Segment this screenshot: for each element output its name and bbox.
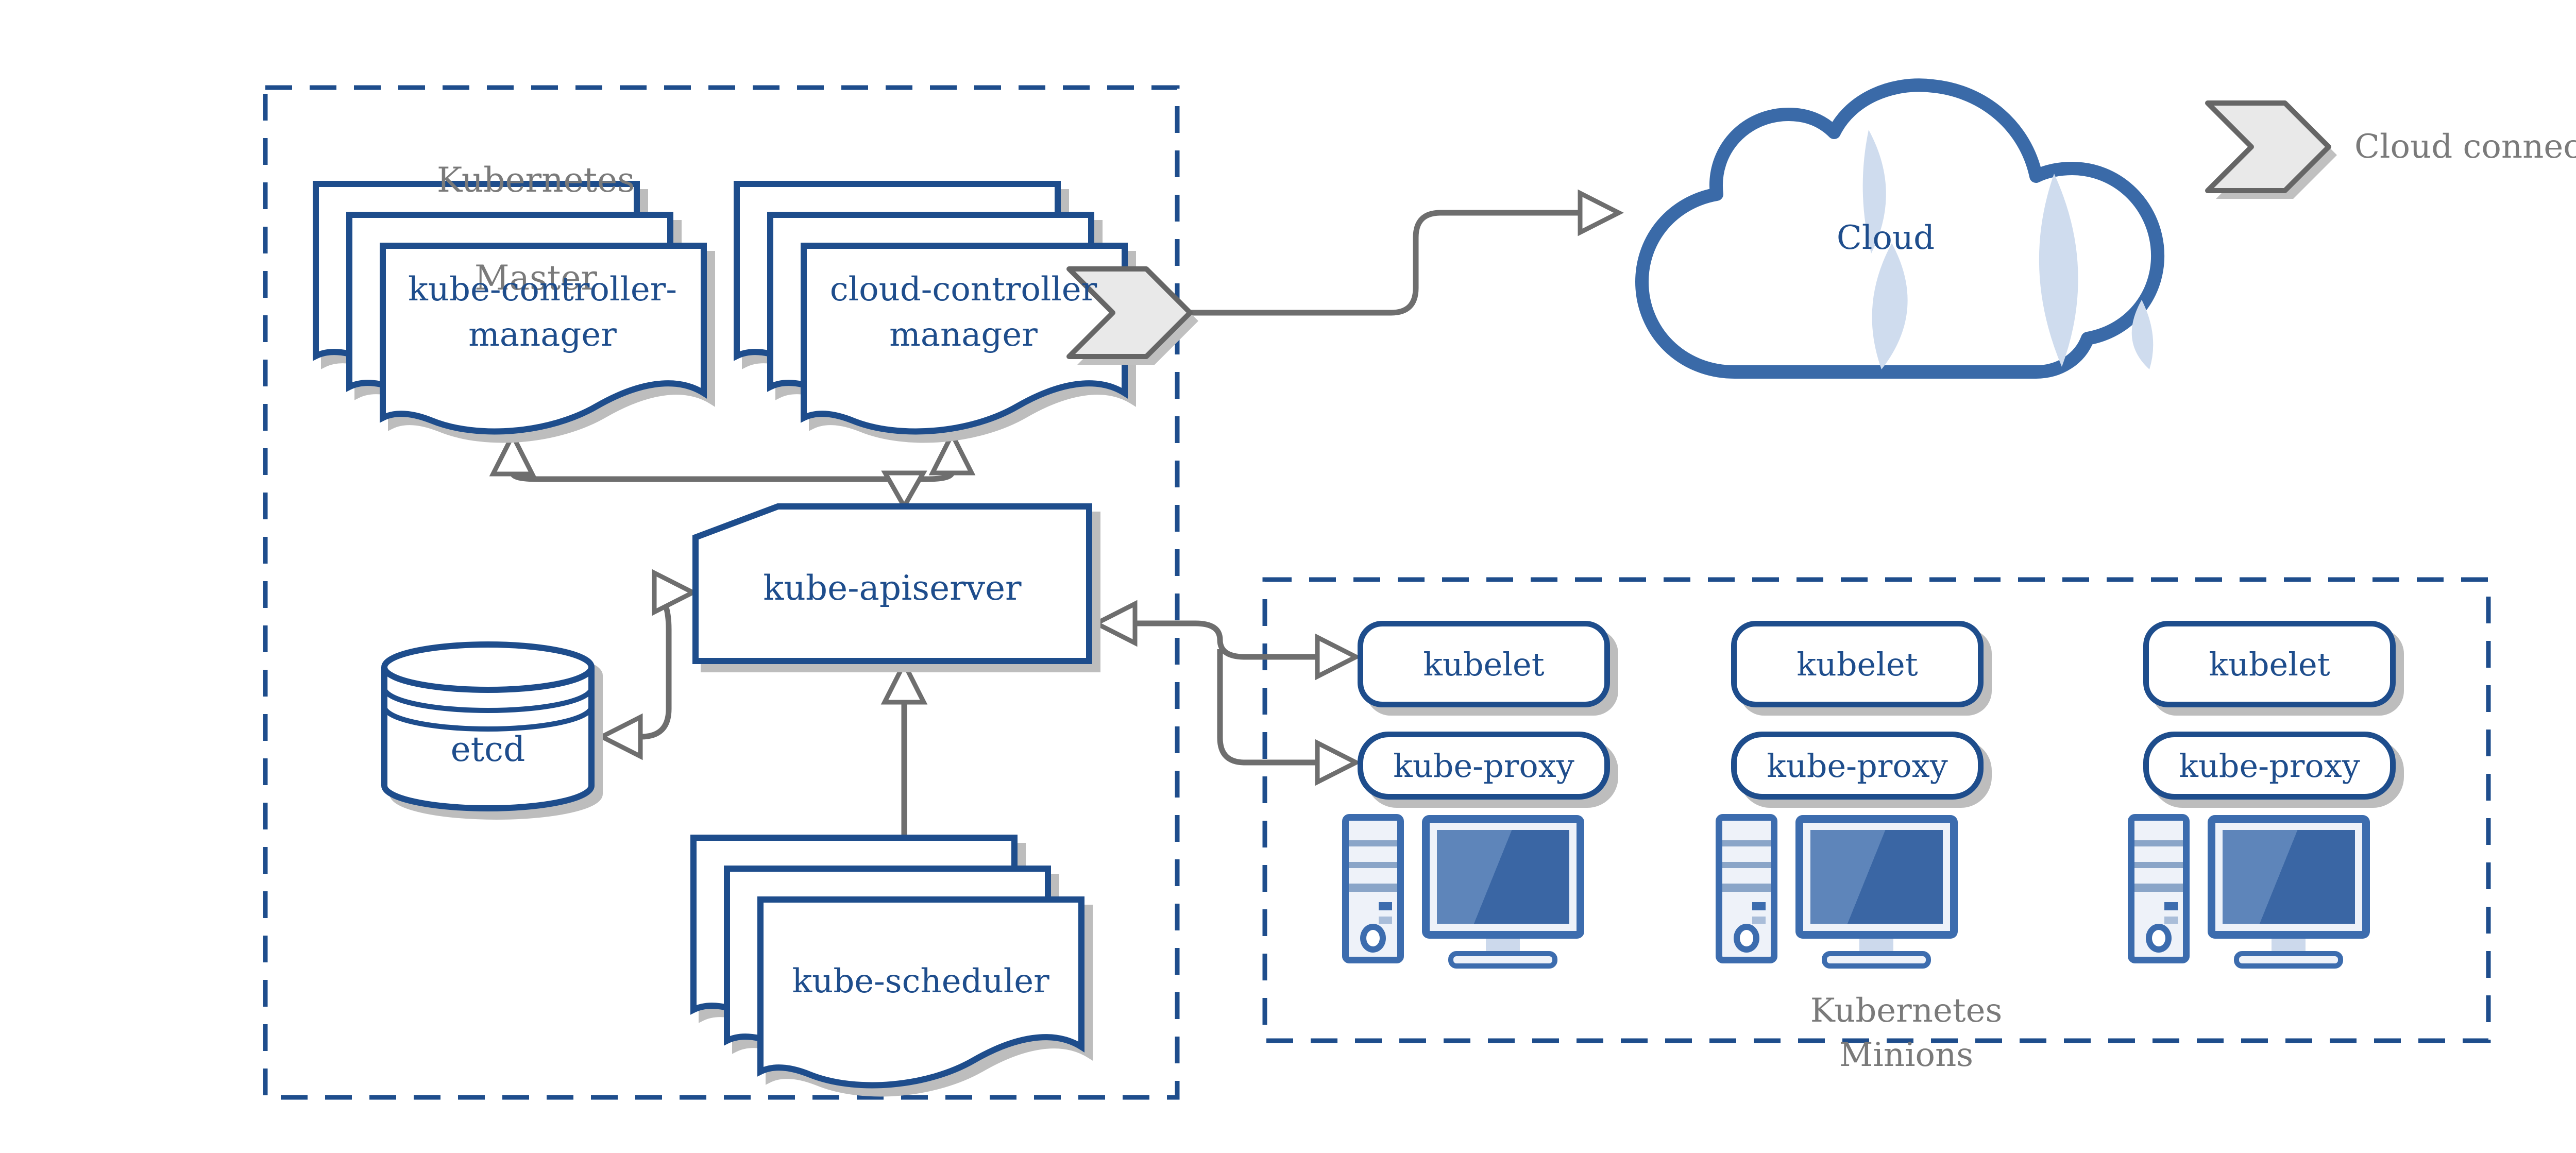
kube-proxy-box: kube-proxy [1358,732,1610,800]
minions-title-line1: Kubernetes [1810,992,2003,1030]
connector-ccm-cloud [1190,210,1581,316]
legend-cloud-connector-icon [2208,103,2337,199]
minions-title-line2: Minions [1839,1036,1974,1074]
kubelet-box: kubelet [1731,621,1984,707]
kube-proxy-label: kube-proxy [1393,747,1574,785]
connector-apiserver-kubeproxy [1217,649,1317,766]
etcd-cylinder [381,641,603,820]
monitor-icon [1422,815,1584,939]
cloud-controller-manager-stack [737,184,1133,439]
etcd-body [381,667,595,811]
kube-controller-manager-stack [316,184,712,439]
arrowhead-into-ccm [928,429,976,476]
kube-proxy-label: kube-proxy [1767,747,1948,785]
tower-icon [2128,814,2190,963]
kube-apiserver-box [692,503,1100,672]
legend-label: Cloud connector [2354,128,2576,166]
kube-proxy-box: kube-proxy [2143,732,2396,800]
kubelet-box: kubelet [1358,621,1610,707]
arrowhead-into-kcm [489,430,536,477]
kube-proxy-label: kube-proxy [2179,747,2360,785]
etcd-label: etcd [450,730,526,769]
monitor-icon [1795,815,1958,939]
cloud-label: Cloud [1836,219,1935,257]
arrowhead-into-etcd [597,713,643,760]
tower-icon [1716,814,1777,963]
master-title-line1: Kubernetes [436,160,635,200]
monitor-icon [2208,815,2370,939]
connector-apiserver-to-kcm [510,472,905,482]
kube-scheduler-label: kube-scheduler [792,962,1049,1001]
kube-controller-manager-label-line1: kube-controller- [408,270,677,309]
arrowhead-into-apiserver-left [652,569,698,616]
arrowhead-into-kubelet [1315,633,1361,681]
master-boundary [263,85,1180,1100]
apiserver-shape [692,503,1092,664]
connector-apiserver-kubelet [1137,620,1317,660]
arrowhead-into-cloud [1578,189,1624,236]
arrowhead-into-apiserver-top [881,470,927,512]
arrowhead-into-apiserver-bottom [880,658,928,705]
cloud-icon [1635,78,2165,379]
tower-icon [1342,814,1404,963]
etcd-ring [382,687,594,713]
connector-etcd-apiserver [639,590,672,740]
master-title-line2: Master [474,258,597,298]
kubelet-label: kubelet [1423,645,1545,683]
cloud-controller-manager-label-line2: manager [889,316,1038,354]
kubelet-label: kubelet [2209,645,2330,683]
kubelet-box: kubelet [2143,621,2396,707]
etcd-top [381,641,595,693]
kube-controller-manager-label-line2: manager [468,316,617,354]
cloud-slivers [1862,130,2154,369]
cloud-outline [1635,78,2165,379]
arrowhead-into-apiserver-right [1091,600,1138,647]
arrowheads [489,189,1624,897]
kube-proxy-box: kube-proxy [1731,732,1984,800]
kube-apiserver-label: kube-apiserver [763,568,1022,608]
cloud-controller-manager-label-line1: cloud-controller [829,270,1097,309]
kubelet-label: kubelet [1797,645,1918,683]
arrowhead-into-kubeproxy [1315,739,1361,786]
etcd-ring [382,706,594,732]
